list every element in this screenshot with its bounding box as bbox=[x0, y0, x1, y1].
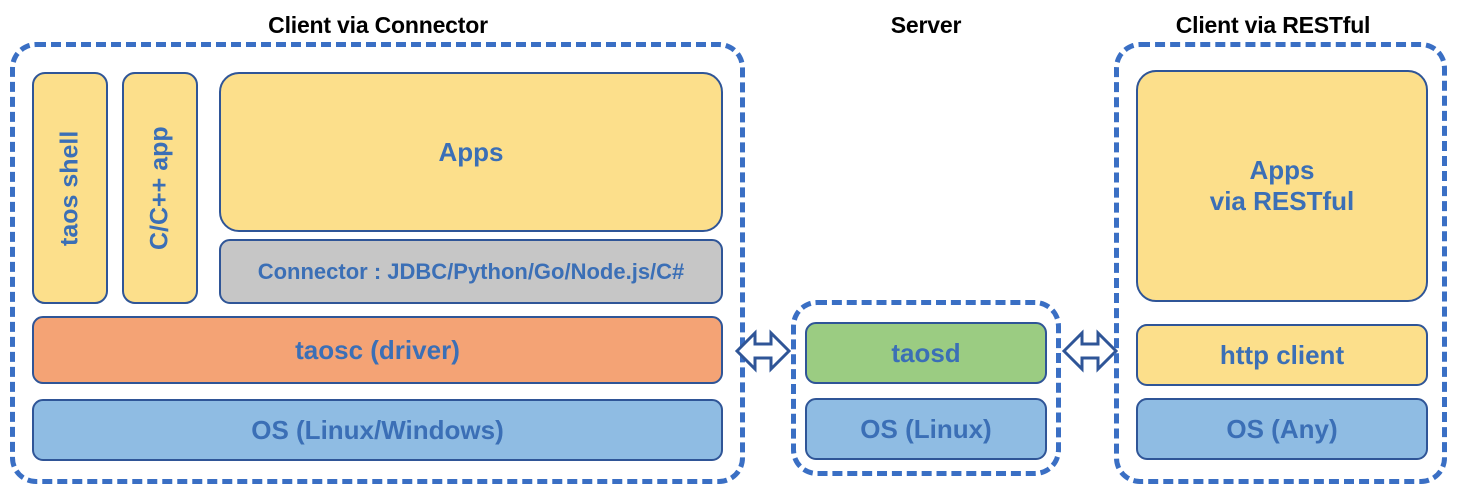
title-client-via-restful: Client via RESTful bbox=[1175, 12, 1371, 38]
box-taosd[interactable]: taosd bbox=[805, 322, 1047, 384]
group-client-via-connector bbox=[10, 42, 745, 484]
box-apps[interactable]: Apps bbox=[219, 72, 723, 232]
apps-restful-text: Apps via RESTful bbox=[1210, 155, 1354, 216]
box-os-any[interactable]: OS (Any) bbox=[1136, 398, 1428, 460]
apps-restful-line2: via RESTful bbox=[1209, 186, 1355, 216]
title-client-via-connector: Client via Connector bbox=[268, 12, 488, 38]
box-c-cpp-app[interactable]: C/C++ app bbox=[122, 72, 198, 304]
group-client-via-restful bbox=[1114, 42, 1447, 484]
title-server: Server bbox=[890, 12, 962, 38]
box-connector[interactable]: Connector : JDBC/Python/Go/Node.js/C# bbox=[219, 239, 723, 304]
box-taosc-driver[interactable]: taosc (driver) bbox=[32, 316, 723, 384]
box-os-linux-windows[interactable]: OS (Linux/Windows) bbox=[32, 399, 723, 461]
box-taos-shell[interactable]: taos shell bbox=[32, 72, 108, 304]
box-apps-via-restful[interactable]: Apps via RESTful bbox=[1136, 70, 1428, 302]
group-server bbox=[791, 300, 1061, 476]
arrow-connector-to-server-icon bbox=[735, 326, 791, 376]
box-http-client[interactable]: http client bbox=[1136, 324, 1428, 386]
arrow-server-to-restful-icon bbox=[1062, 326, 1118, 376]
box-os-linux[interactable]: OS (Linux) bbox=[805, 398, 1047, 460]
apps-restful-line1: Apps bbox=[1249, 155, 1315, 186]
